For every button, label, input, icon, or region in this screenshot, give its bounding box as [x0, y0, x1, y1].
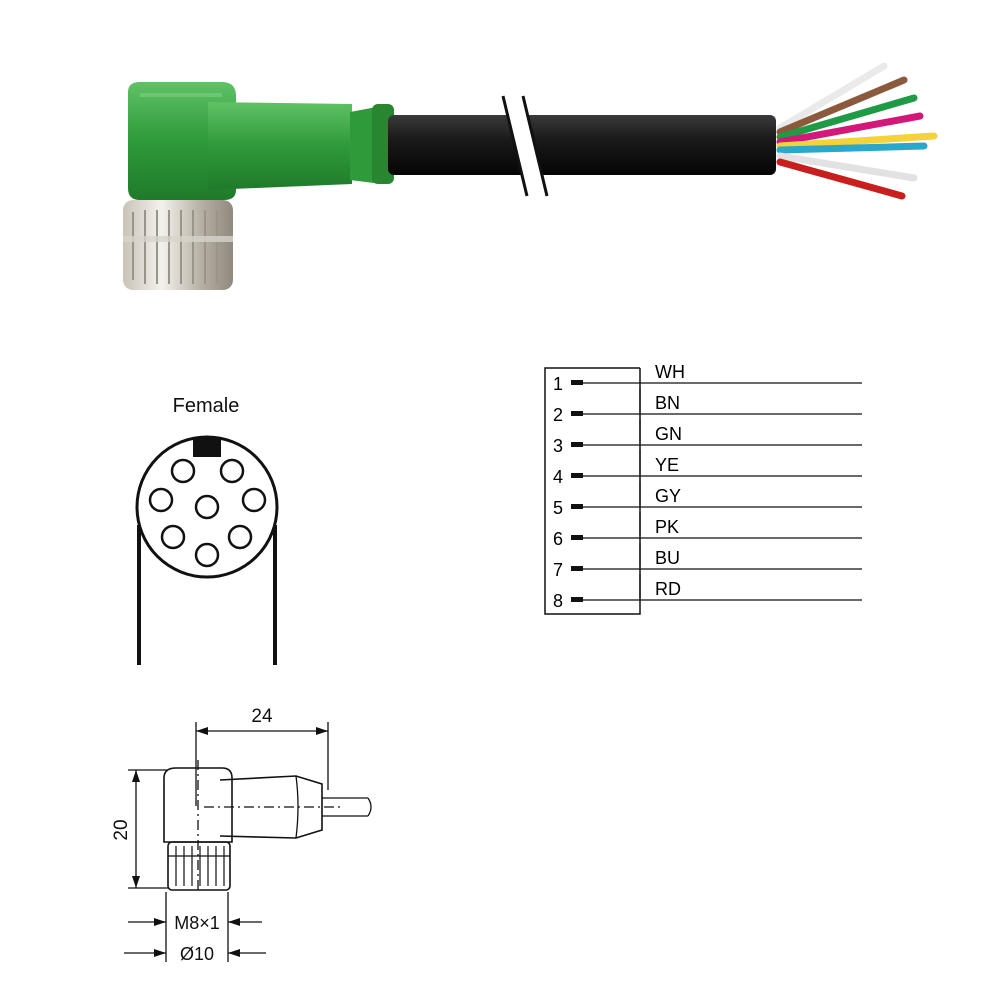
arrow-icon	[228, 949, 240, 957]
wire-code: YE	[655, 455, 679, 475]
wire-row-8: 8 RD	[553, 574, 862, 611]
arrow-icon	[132, 770, 140, 782]
pin-marker	[571, 473, 583, 478]
wire-row-6: 6 PK	[553, 512, 862, 549]
pin-marker	[571, 504, 583, 509]
body-outline	[163, 767, 233, 843]
wire-row-3: 3 GN	[553, 419, 862, 456]
pin-marker	[571, 380, 583, 385]
diameter-label: Ø10	[180, 944, 214, 964]
pin-number: 8	[553, 591, 563, 611]
wire-brown	[776, 76, 908, 136]
wiring-diagram: 1 WH 2 BN 3 GN 4 YE 5	[544, 362, 862, 615]
wire-row-2: 2 BN	[553, 388, 862, 425]
wire-code: WH	[655, 362, 685, 382]
cable-illustration	[123, 62, 938, 290]
arrow-icon	[228, 918, 240, 926]
pin-contact	[160, 524, 186, 550]
wire-row-5: 5 GY	[553, 481, 862, 518]
wire-code: BU	[655, 548, 680, 568]
arrow-icon	[154, 949, 166, 957]
pin-contact	[194, 494, 220, 520]
wire-row-1: 1 WH	[553, 362, 862, 394]
wire-code: GN	[655, 424, 682, 444]
pin-number: 1	[553, 374, 563, 394]
cable-jacket	[388, 95, 776, 197]
connector-body	[128, 82, 394, 200]
thread-label: M8×1	[174, 913, 220, 933]
wire-code: RD	[655, 579, 681, 599]
arrow-icon	[196, 727, 208, 735]
pin-marker	[571, 535, 583, 540]
wire-pink	[776, 112, 924, 146]
arrow-icon	[316, 727, 328, 735]
wire-red	[776, 158, 906, 200]
pin-number: 4	[553, 467, 563, 487]
pin-number: 2	[553, 405, 563, 425]
wire-grey	[776, 152, 918, 182]
wire-yellow	[776, 132, 938, 150]
pin-number: 7	[553, 560, 563, 580]
wire-fan	[776, 62, 938, 200]
overmold-edge	[295, 775, 299, 839]
pin-marker	[571, 411, 583, 416]
wire-blue	[776, 142, 928, 154]
dimension-length-label: 24	[251, 706, 273, 727]
pin-marker	[571, 442, 583, 447]
coupling-nut	[123, 200, 233, 290]
pin-contact	[148, 487, 174, 513]
pin-contact	[219, 458, 245, 484]
pin-number: 6	[553, 529, 563, 549]
wire-white	[776, 62, 888, 132]
arrow-icon	[154, 918, 166, 926]
coding-key	[193, 437, 221, 457]
arrow-icon	[132, 876, 140, 888]
wire-code: PK	[655, 517, 679, 537]
wire-row-7: 7 BU	[553, 543, 862, 580]
pin-number: 5	[553, 498, 563, 518]
pin-marker	[571, 597, 583, 602]
dimension-height-label: 20	[111, 819, 132, 840]
nut-outline	[167, 841, 231, 891]
wire-row-4: 4 YE	[553, 450, 862, 487]
pin-contact	[241, 487, 267, 513]
wire-code: GY	[655, 486, 681, 506]
wire-code: BN	[655, 393, 680, 413]
pin-contact	[194, 542, 220, 568]
overmold-outline	[219, 775, 323, 839]
pin-number: 3	[553, 436, 563, 456]
pin-contact	[170, 458, 196, 484]
dimension-drawing	[124, 722, 372, 962]
wire-green	[776, 94, 918, 141]
pin-contact	[227, 524, 253, 550]
face-label: Female	[173, 395, 240, 417]
cable-end	[367, 797, 372, 817]
pin-marker	[571, 566, 583, 571]
pin-face-diagram: Female	[135, 395, 279, 665]
